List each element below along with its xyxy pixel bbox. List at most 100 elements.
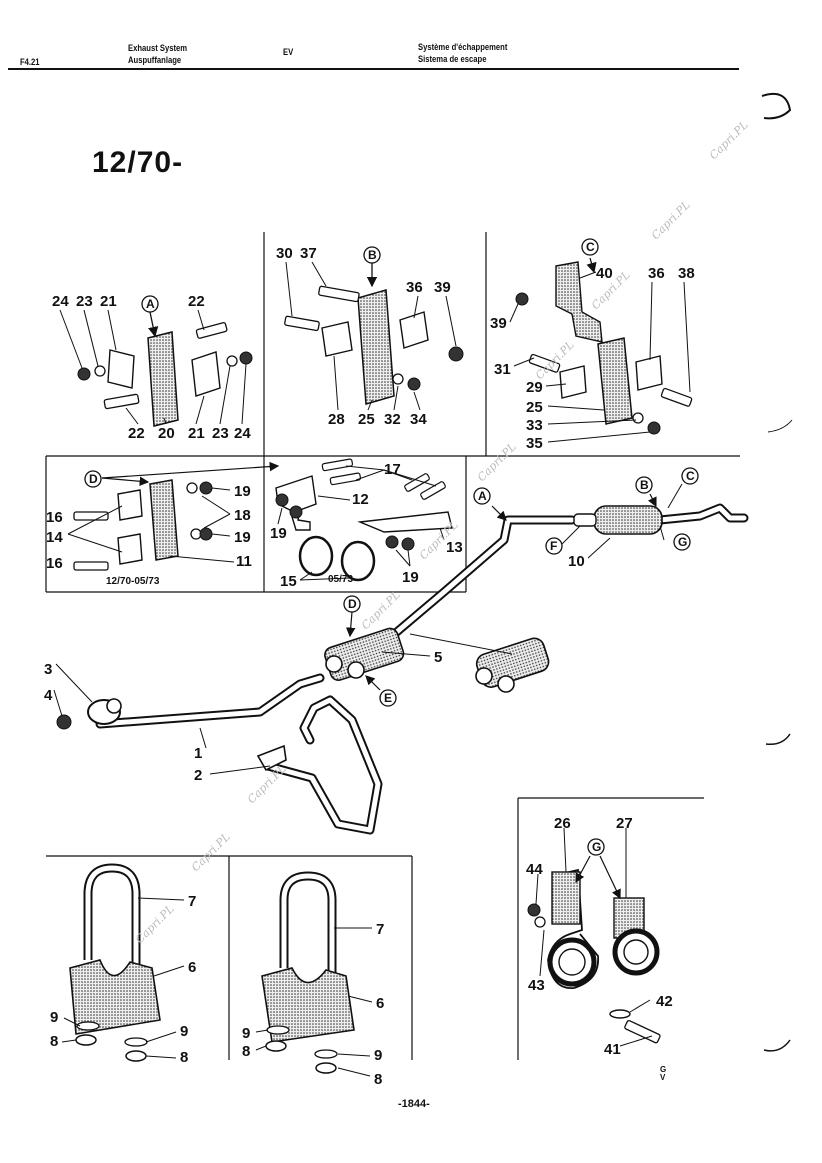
exhaust-labels: A B C F G D E 10 5 3 4 1 2 (44, 467, 699, 784)
callout-d-circle (84, 470, 102, 488)
label-15: 15 (280, 573, 297, 590)
label-34: 34 (410, 411, 427, 428)
label-18: 18 (234, 507, 251, 524)
callout-main-a-circle (473, 487, 491, 505)
label-21-bottom: 21 (188, 425, 205, 442)
watermark-2: Capri.PL (649, 198, 693, 242)
label-19-e1: 19 (270, 525, 287, 542)
corner-marks: G V (660, 1065, 667, 1082)
label-20: 20 (158, 425, 175, 442)
label-31: 31 (494, 361, 511, 378)
label-19-d2: 19 (234, 529, 251, 546)
scan-marks (761, 92, 793, 1052)
label-14: 14 (46, 529, 63, 546)
label-8-left-b: 8 (180, 1049, 188, 1066)
label-22-top: 22 (188, 293, 205, 310)
watermarks: Capri.PL Capri.PL Capri.PL Capri.PL Capr… (133, 118, 751, 946)
label-16-d1: 16 (46, 509, 63, 526)
label-23: 23 (76, 293, 93, 310)
label-6-right: 6 (376, 995, 384, 1012)
label-9-right-b: 9 (374, 1047, 382, 1064)
watermark-1: Capri.PL (707, 118, 751, 162)
panel-e-parts (275, 458, 453, 582)
label-23-bottom: 23 (212, 425, 229, 442)
panel-g-labels: G 26 27 44 43 42 41 (526, 815, 673, 1058)
callout-main-e-circle (379, 689, 397, 707)
title-es: Sistema de escape (418, 54, 487, 64)
label-19-d1: 19 (234, 483, 251, 500)
label-43: 43 (528, 977, 545, 994)
exhaust-pipes (95, 503, 749, 835)
model-range: 12/70- (92, 146, 184, 179)
callout-c: C (586, 240, 595, 254)
caption-e: 05/73- (328, 574, 356, 585)
label-44: 44 (526, 861, 543, 878)
label-13: 13 (446, 539, 463, 556)
panel-c-labels: C 40 36 38 39 31 29 25 33 35 (490, 238, 695, 452)
callout-d: D (89, 472, 98, 486)
title-de: Auspuffanlage (128, 55, 182, 65)
callout-main-c-circle (681, 467, 699, 485)
watermark-9: Capri.PL (189, 830, 233, 874)
callout-main-f-circle (545, 537, 563, 555)
callout-c-circle (581, 238, 599, 256)
panel-b-parts (284, 261, 464, 411)
page-ref: F4.21 (20, 57, 40, 67)
watermark-5: Capri.PL (475, 440, 519, 484)
label-32: 32 (384, 411, 401, 428)
label-7-left: 7 (188, 893, 196, 910)
clamp-left-labels: 7 6 9 9 8 8 (50, 893, 196, 1066)
label-21: 21 (100, 293, 117, 310)
panel-e-labels: 17 12 19 13 15 19 05/73- (270, 461, 463, 590)
label-17: 17 (384, 461, 401, 478)
label-5: 5 (434, 649, 442, 666)
watermark-7: Capri.PL (359, 588, 403, 632)
callout-main-a: A (478, 489, 487, 503)
callout-g: G (592, 840, 601, 854)
clamp-left-parts (61, 863, 185, 1062)
clamp-right-labels: 7 6 9 8 9 8 (242, 921, 384, 1088)
label-40: 40 (596, 265, 613, 282)
callout-main-f: F (550, 539, 557, 553)
title-en: Exhaust System (128, 43, 188, 53)
label-7-right: 7 (376, 921, 384, 938)
callout-main-d: D (348, 597, 357, 611)
callout-main-d-circle (343, 595, 361, 613)
label-39-c: 39 (490, 315, 507, 332)
label-35: 35 (526, 435, 543, 452)
header-rule (8, 68, 739, 70)
label-9-right-a: 9 (242, 1025, 250, 1042)
caption-d: 12/70-05/73 (106, 576, 160, 587)
callout-main-c: C (686, 469, 695, 483)
label-39: 39 (434, 279, 451, 296)
label-26: 26 (554, 815, 571, 832)
label-37: 37 (300, 245, 317, 262)
label-33: 33 (526, 417, 543, 434)
panel-d-labels: D 19 16 18 14 19 16 11 12/70-05/73 (46, 470, 252, 587)
label-3: 3 (44, 661, 52, 678)
label-9-left-b: 9 (180, 1023, 188, 1040)
label-36: 36 (406, 279, 423, 296)
label-6-left: 6 (188, 959, 196, 976)
label-36-c: 36 (648, 265, 665, 282)
label-42: 42 (656, 993, 673, 1010)
callout-main-g-circle (673, 533, 691, 551)
callout-main-b: B (640, 478, 649, 492)
label-8-right-a: 8 (242, 1043, 250, 1060)
label-2: 2 (194, 767, 202, 784)
callout-main-g: G (678, 535, 687, 549)
panel-a-parts (59, 309, 253, 427)
label-24: 24 (52, 293, 69, 310)
label-30: 30 (276, 245, 293, 262)
label-25-c: 25 (526, 399, 543, 416)
title-fr: Système d'échappement (418, 42, 508, 52)
callout-a-circle (141, 295, 159, 313)
panel-a-labels: 24 23 21 A 22 22 20 21 23 24 (52, 293, 251, 442)
label-29: 29 (526, 379, 543, 396)
label-8-right-b: 8 (374, 1071, 382, 1088)
panel-g-parts (527, 827, 661, 1047)
page-number: -1844- (398, 1098, 430, 1110)
label-19-e2: 19 (402, 569, 419, 586)
callout-a: A (146, 297, 155, 311)
